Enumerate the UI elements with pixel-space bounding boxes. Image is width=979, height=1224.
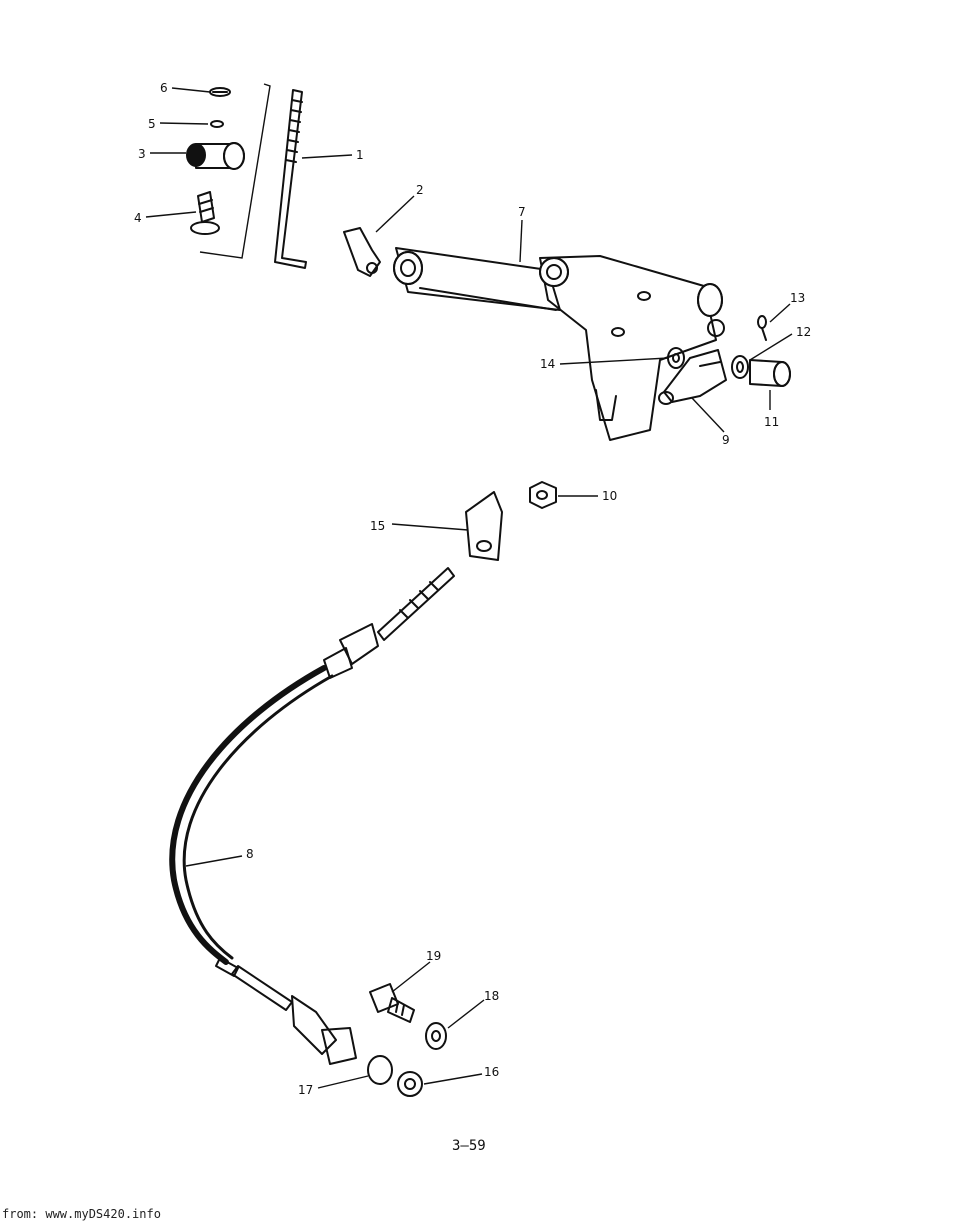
part-4-bolt xyxy=(190,191,220,235)
callout-4: 4 xyxy=(134,211,142,225)
page-number: 3–59 xyxy=(452,1138,486,1154)
callout-3: 3 xyxy=(138,147,146,161)
part-6-washer xyxy=(209,87,231,97)
callout-12: 12 xyxy=(796,325,811,339)
part-18-washer xyxy=(425,1022,447,1050)
callout-labels: 1 2 3 4 5 6 7 8 9 10 11 12 13 14 15 16 1… xyxy=(134,81,811,1097)
part-9-yoke xyxy=(658,349,727,405)
group-bracket xyxy=(199,83,271,259)
part-14-washer xyxy=(667,347,685,369)
callout-19: 19 xyxy=(426,949,441,963)
mounting-bracket xyxy=(539,255,725,441)
callout-16: 16 xyxy=(484,1065,499,1079)
part-10-nut xyxy=(529,481,557,509)
callout-5: 5 xyxy=(148,117,156,131)
callout-11: 11 xyxy=(764,415,779,429)
part-8-cable xyxy=(169,567,455,1065)
callout-6: 6 xyxy=(160,81,168,95)
callout-13: 13 xyxy=(790,291,805,305)
callout-8: 8 xyxy=(246,847,254,861)
callout-17: 17 xyxy=(298,1083,313,1097)
callout-14: 14 xyxy=(540,357,555,371)
part-17-oring xyxy=(367,1055,393,1085)
part-15-abutment xyxy=(465,491,503,561)
part-5-circlip xyxy=(210,120,224,128)
part-1-rod xyxy=(274,89,307,269)
callout-1: 1 xyxy=(356,148,364,162)
leader-lines xyxy=(145,87,793,1089)
part-2-clevis xyxy=(343,227,381,277)
source-footer: from: www.myDS420.info xyxy=(2,1207,161,1221)
part-13-split-pin xyxy=(757,315,767,341)
callout-7: 7 xyxy=(518,205,526,219)
part-19-bolt xyxy=(369,983,415,1023)
callout-10: 10 xyxy=(602,489,617,503)
callout-9: 9 xyxy=(722,433,730,447)
callout-18: 18 xyxy=(484,989,499,1003)
callout-15: 15 xyxy=(370,519,385,533)
part-12-washer xyxy=(731,355,749,379)
part-16-spring-nut xyxy=(397,1071,423,1097)
part-3-trunnion xyxy=(186,142,245,170)
part-11-pin xyxy=(749,359,791,387)
part-7-lever xyxy=(393,247,561,311)
callout-2: 2 xyxy=(416,183,424,197)
